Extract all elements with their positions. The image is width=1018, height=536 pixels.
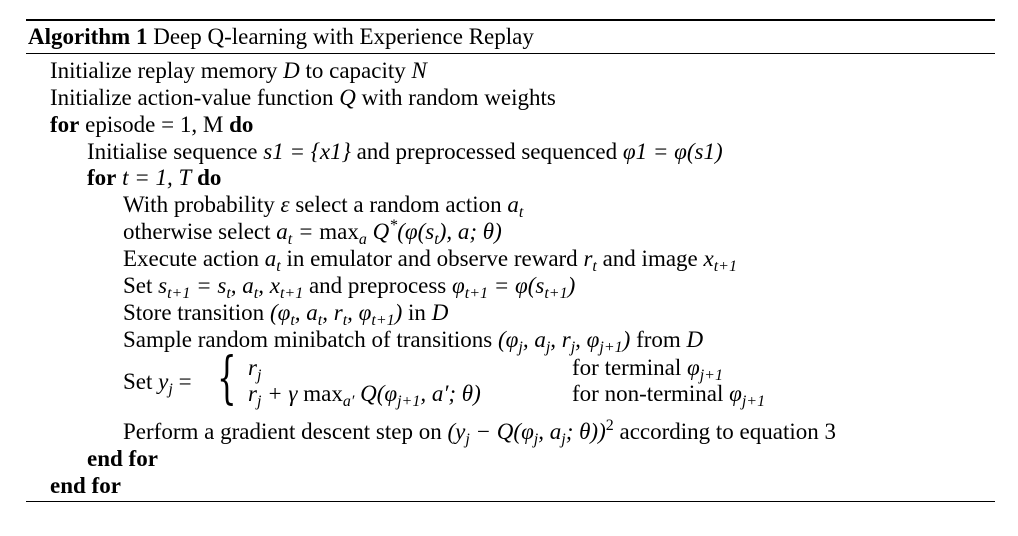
for-episode-range: episode = 1, M — [85, 112, 224, 137]
execute-text: Execute action — [123, 246, 260, 271]
line-execute: Execute action at in emulator and observ… — [123, 246, 737, 275]
gradient-text: Perform a gradient descent step on — [123, 419, 442, 444]
line-set-s: Set st+1 = st, at, xt+1 and preprocess φ… — [123, 273, 576, 302]
algorithm-bottom-rule — [26, 501, 995, 502]
init-seq-text: Initialise sequence — [87, 139, 258, 164]
keyword-do: do — [229, 112, 254, 137]
line-otherwise: otherwise select at = maxa Q*(φ(st), a; … — [123, 217, 502, 248]
keyword-for: for — [87, 165, 117, 190]
replay-memory-symbol: D — [283, 58, 300, 83]
line-for-t: for t = 1, T do — [87, 164, 221, 191]
algorithm-header-rule — [26, 53, 995, 54]
sample-text: Sample random minibatch of transitions — [123, 327, 493, 352]
action-symbol: at — [507, 192, 524, 221]
epsilon-symbol: ε — [280, 192, 290, 217]
execute-image: and image — [602, 246, 698, 271]
sample-from: from — [636, 327, 681, 352]
line-set-y: Set yj = { rj rj + γ maxa′ Q(φj+1, a′; θ… — [123, 349, 823, 411]
for-t-range: t = 1, T — [122, 165, 192, 190]
keyword-for: for — [50, 112, 80, 137]
init-memory-to: to capacity — [305, 58, 406, 83]
line-for-episode: for episode = 1, M do — [50, 111, 253, 138]
store-in: in — [408, 300, 426, 325]
capacity-symbol: N — [411, 58, 427, 83]
with-prob-rest: select a random action — [295, 192, 502, 217]
otherwise-expr: at = maxa Q*(φ(st), a; θ) — [276, 217, 502, 248]
algorithm-top-rule — [26, 19, 995, 21]
line-end-for-inner: end for — [87, 445, 158, 472]
line-gradient: Perform a gradient descent step on (yj −… — [123, 417, 836, 448]
line-init-seq: Initialise sequence s1 = {x1} and prepro… — [87, 138, 723, 165]
execute-mid: in emulator and observe reward — [286, 246, 578, 271]
case-terminal-value: rj — [248, 355, 262, 384]
algorithm-name: Deep Q-learning with Experience Replay — [153, 24, 534, 49]
case-nonterminal-value: rj + γ maxa′ Q(φj+1, a′; θ) — [248, 381, 481, 410]
algorithm-title: Algorithm 1 Deep Q-learning with Experie… — [28, 23, 534, 50]
otherwise-text: otherwise select — [123, 219, 271, 244]
keyword-do: do — [197, 165, 222, 190]
init-memory-text: Initialize replay memory — [50, 58, 278, 83]
keyword-end-for: end for — [87, 446, 158, 471]
init-q-text: Initialize action-value function — [50, 85, 334, 110]
init-seq-equation: s1 = {x1} — [263, 139, 351, 164]
line-sample: Sample random minibatch of transitions (… — [123, 327, 704, 356]
line-init-memory: Initialize replay memory D to capacity N — [50, 57, 427, 84]
line-with-prob: With probability ε select a random actio… — [123, 191, 524, 221]
init-seq-mid: and preprocessed sequenced — [356, 139, 618, 164]
line-store: Store transition (φt, at, rt, φt+1) in D — [123, 300, 449, 329]
case-nonterminal-condition: for non-terminal φj+1 — [572, 381, 766, 410]
line-init-q: Initialize action-value function Q with … — [50, 84, 556, 111]
set-s-mid: and preprocess — [308, 273, 447, 298]
case-terminal-condition: for terminal φj+1 — [572, 355, 723, 384]
q-symbol: Q — [339, 85, 356, 110]
replay-memory-symbol: D — [431, 300, 449, 325]
init-seq-phi: φ1 = φ(s1) — [622, 139, 723, 164]
replay-memory-symbol: D — [686, 327, 704, 352]
gradient-rest: according to equation 3 — [619, 419, 836, 444]
left-brace: { — [217, 346, 237, 411]
keyword-end-for: end for — [50, 473, 121, 498]
with-prob-text: With probability — [123, 192, 275, 217]
algorithm-label: Algorithm 1 — [28, 24, 148, 49]
set-y-lhs: Set yj = — [123, 369, 192, 398]
set-s-text: Set — [123, 273, 153, 298]
store-text: Store transition — [123, 300, 265, 325]
init-q-rest: with random weights — [361, 85, 556, 110]
line-end-for-outer: end for — [50, 472, 121, 499]
